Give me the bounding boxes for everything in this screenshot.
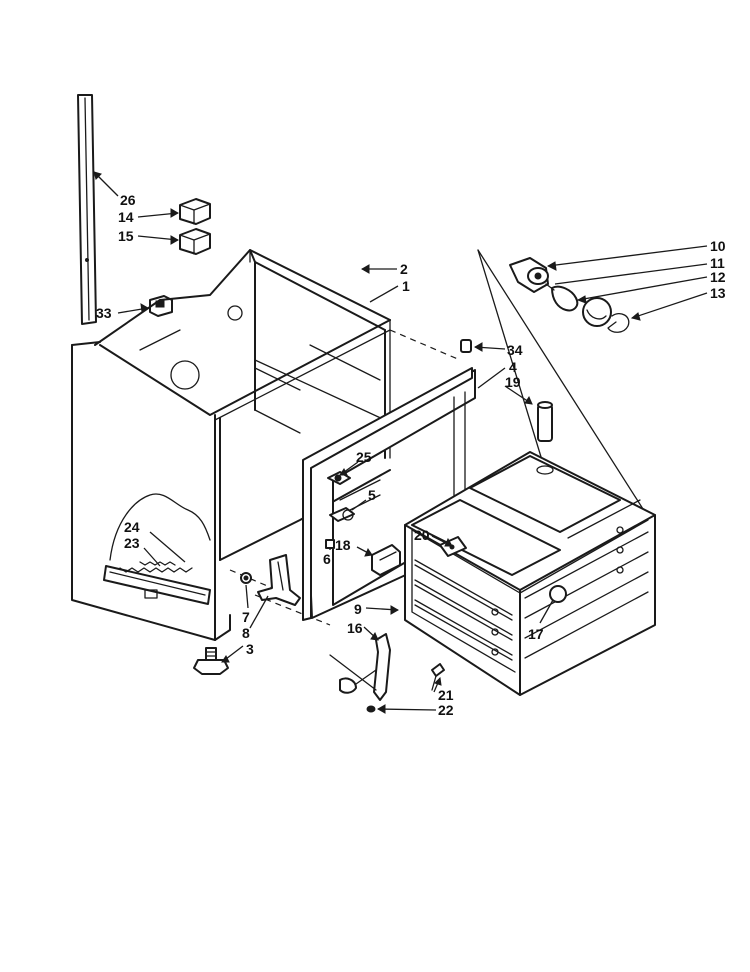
callout-9: 9 xyxy=(354,601,362,617)
bulb-part xyxy=(545,283,579,312)
clip-block-part xyxy=(179,228,211,255)
washer-part xyxy=(240,572,252,584)
roller-part xyxy=(329,507,355,522)
callout-22: 22 xyxy=(438,702,454,718)
wire-clip-part xyxy=(607,312,630,333)
callout-5: 5 xyxy=(368,487,376,503)
light-lens-knob-part xyxy=(549,585,567,603)
screw-part xyxy=(431,663,445,691)
callout-1: 1 xyxy=(402,278,410,294)
element-coil-part xyxy=(119,561,193,573)
light-detail-frame xyxy=(477,249,651,521)
callout-7: 7 xyxy=(242,609,250,625)
trim-strip-part xyxy=(77,94,97,325)
pin-part xyxy=(325,539,335,549)
callout-15: 15 xyxy=(118,228,134,244)
callout-25: 25 xyxy=(356,449,372,465)
callout-6: 6 xyxy=(323,551,331,567)
vent-cover-part xyxy=(439,536,467,557)
callout-12: 12 xyxy=(710,269,726,285)
callout-20: 20 xyxy=(414,527,430,543)
callout-10: 10 xyxy=(710,238,726,254)
callout-21: 21 xyxy=(438,687,454,703)
side-panel-part xyxy=(71,341,231,641)
callout-18: 18 xyxy=(335,537,351,553)
clip-block-part xyxy=(179,198,211,225)
callout-19: 19 xyxy=(505,374,521,390)
door-hinge-part xyxy=(329,633,391,701)
callout-13: 13 xyxy=(710,285,726,301)
nut-part xyxy=(366,705,376,713)
light-socket-part xyxy=(509,257,549,293)
callout-34: 34 xyxy=(507,342,523,358)
callout-3: 3 xyxy=(246,641,254,657)
callout-8: 8 xyxy=(242,625,250,641)
callout-17: 17 xyxy=(528,626,544,642)
callout-26: 26 xyxy=(120,192,136,208)
callout-4: 4 xyxy=(509,359,517,375)
callout-33: 33 xyxy=(96,305,112,321)
hinge-bracket-part xyxy=(371,544,401,576)
callout-23: 23 xyxy=(124,535,140,551)
callout-labels: 26 14 15 33 2 1 10 11 12 13 34 4 19 25 5… xyxy=(96,192,726,718)
callout-24: 24 xyxy=(124,519,140,535)
callout-14: 14 xyxy=(118,209,134,225)
plug-part xyxy=(460,339,472,353)
leveling-leg-part xyxy=(193,647,229,675)
thermostat-bulb-part xyxy=(537,401,553,442)
callout-11: 11 xyxy=(710,255,725,271)
lens-part xyxy=(582,297,612,327)
callout-16: 16 xyxy=(347,620,363,636)
leader-lines xyxy=(93,171,708,714)
switch-part xyxy=(149,295,173,317)
oven-liner-part xyxy=(404,451,656,696)
hinge-link-part xyxy=(257,554,301,606)
callout-2: 2 xyxy=(400,261,408,277)
